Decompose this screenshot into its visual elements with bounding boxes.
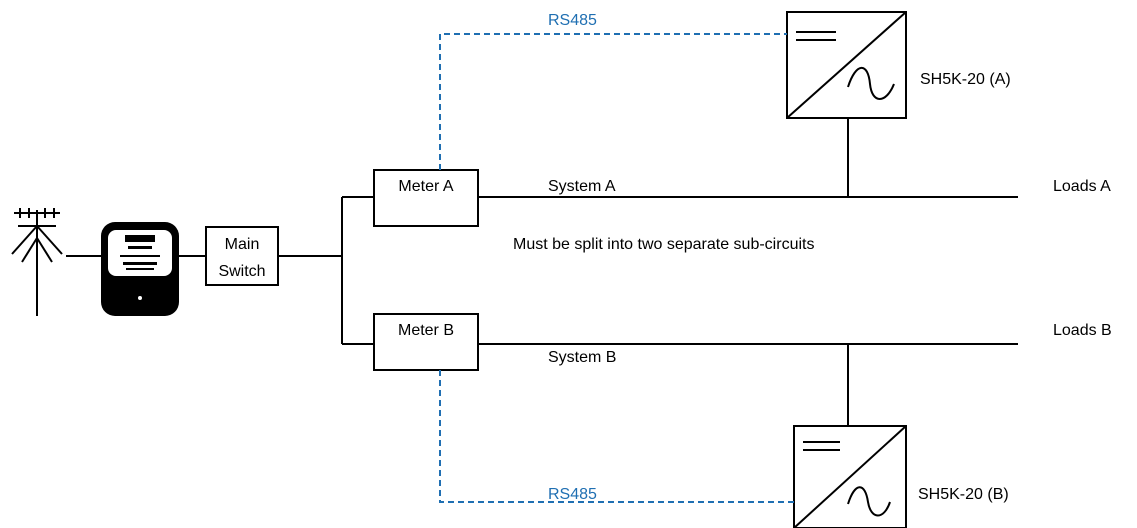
meter-b-box <box>373 313 479 371</box>
system-a-label: System A <box>548 178 616 195</box>
rs485-link-a <box>439 33 787 170</box>
inverter-icon <box>793 425 907 528</box>
feed-wires <box>66 196 374 345</box>
main-switch-label-line2: Switch <box>218 263 265 280</box>
meter-a-label: Meter A <box>398 178 453 195</box>
meter-a-box <box>373 169 479 227</box>
rs485-link-b <box>439 370 794 503</box>
rs485-a-label: RS485 <box>548 12 597 29</box>
inverter-a-label: SH5K-20 (A) <box>920 71 1011 88</box>
inverter-icon <box>786 11 907 119</box>
main-switch-label-line1: Main <box>225 236 260 253</box>
utility-pole-icon <box>11 208 63 316</box>
main-switch-box <box>205 226 279 286</box>
meter-b-label: Meter B <box>398 322 454 339</box>
split-note: Must be split into two separate sub-circ… <box>513 236 814 253</box>
inverter-b-label: SH5K-20 (B) <box>918 486 1009 503</box>
rs485-b-label: RS485 <box>548 486 597 503</box>
electricity-meter-icon <box>101 222 179 316</box>
loads-b-label: Loads B <box>1053 322 1112 339</box>
loads-a-label: Loads A <box>1053 178 1111 195</box>
system-b-label: System B <box>548 349 616 366</box>
